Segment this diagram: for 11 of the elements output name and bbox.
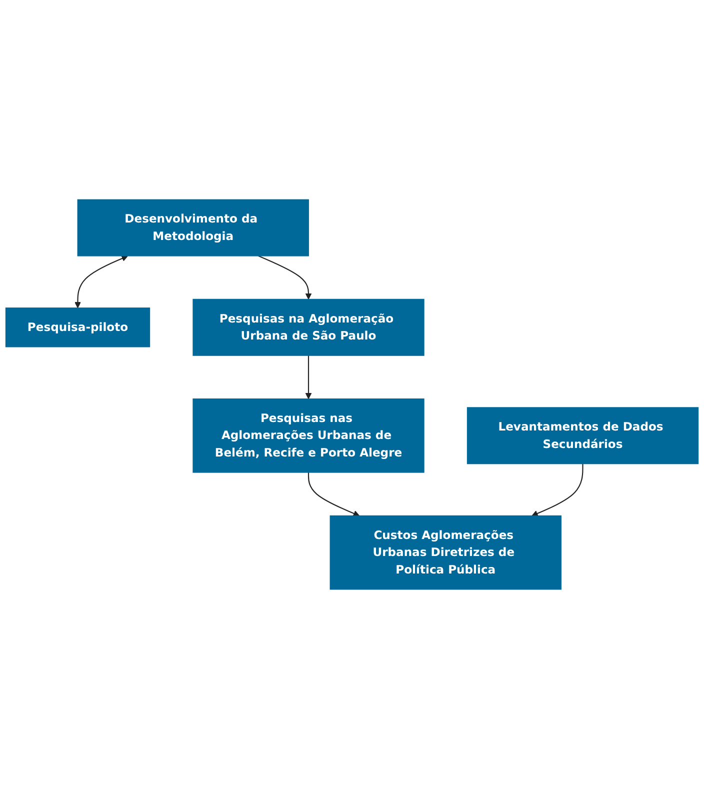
node-box: Pesquisas na Aglomeração Urbana de São Paulo [192, 298, 424, 356]
arrow [532, 464, 584, 516]
arrow [305, 356, 312, 400]
node-box: Pesquisas nas Aglomerações Urbanas de Belém, Recife e Porto Alegre [192, 398, 424, 473]
arrow [308, 472, 360, 516]
node-box: Pesquisa-piloto [5, 308, 150, 348]
node-box: Desenvolvimento da Metodologia [77, 199, 309, 256]
arrow [258, 255, 312, 300]
node-box: Custos Aglomerações Urbanas Diretrizes de Política Pública [330, 515, 562, 590]
arrow [74, 255, 128, 308]
node-box: Levantamentos de Dados Secundários [466, 407, 699, 464]
